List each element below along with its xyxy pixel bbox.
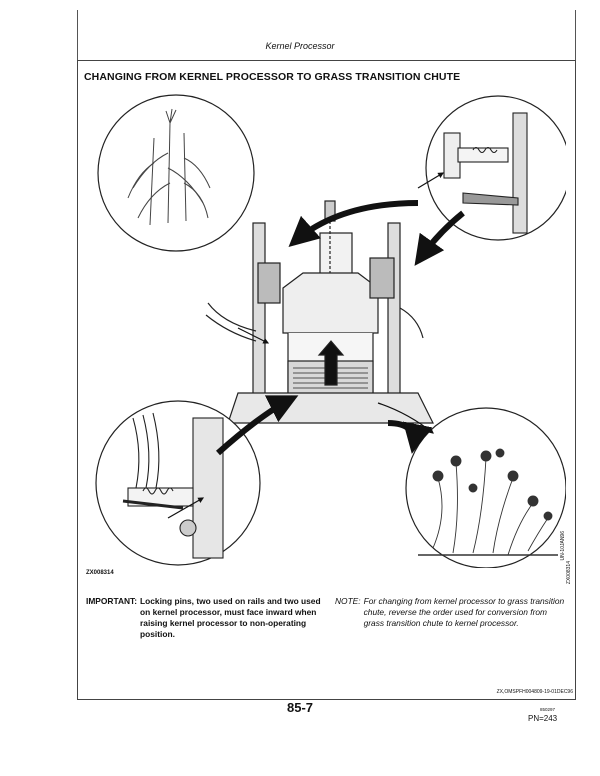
important-notice: IMPORTANT: Locking pins, two used on rai… — [86, 596, 331, 640]
direction-arrow-icon — [216, 200, 465, 456]
figure-title: CHANGING FROM KERNEL PROCESSOR TO GRASS … — [84, 71, 461, 83]
direction-arrow-icon — [167, 172, 445, 519]
print-date-code: 850297 — [540, 707, 556, 712]
figure-code: ZX008314 — [86, 570, 114, 576]
side-code-figure: ZX008314 — [566, 561, 572, 585]
page-pn: PN=243 — [528, 714, 558, 723]
note-label: NOTE: — [335, 596, 361, 606]
important-label: IMPORTANT: — [86, 596, 138, 606]
wildflower-icon — [418, 448, 558, 556]
kernel-processor-icon — [205, 200, 434, 424]
important-text: Locking pins, two used on rails and two … — [140, 596, 321, 639]
locking-pin-icon — [122, 412, 224, 559]
document-id: ZX,OMSPFH004809-19-01DEC96 — [496, 689, 573, 695]
page-number: 85-7 — [286, 700, 314, 715]
left-margin-rule — [77, 10, 78, 60]
note-notice: NOTE: For changing from kernel processor… — [335, 596, 567, 629]
kernel-processor-illustration — [95, 94, 566, 568]
note-text: For changing from kernel processor to gr… — [363, 596, 565, 628]
locking-pin-icon — [443, 112, 528, 234]
figure-box: CHANGING FROM KERNEL PROCESSOR TO GRASS … — [77, 60, 576, 700]
side-code-date: UN-10JAN96 — [560, 531, 566, 561]
right-margin-rule — [575, 10, 576, 60]
section-header: Kernel Processor — [265, 41, 335, 51]
corn-plant-icon — [127, 108, 211, 226]
